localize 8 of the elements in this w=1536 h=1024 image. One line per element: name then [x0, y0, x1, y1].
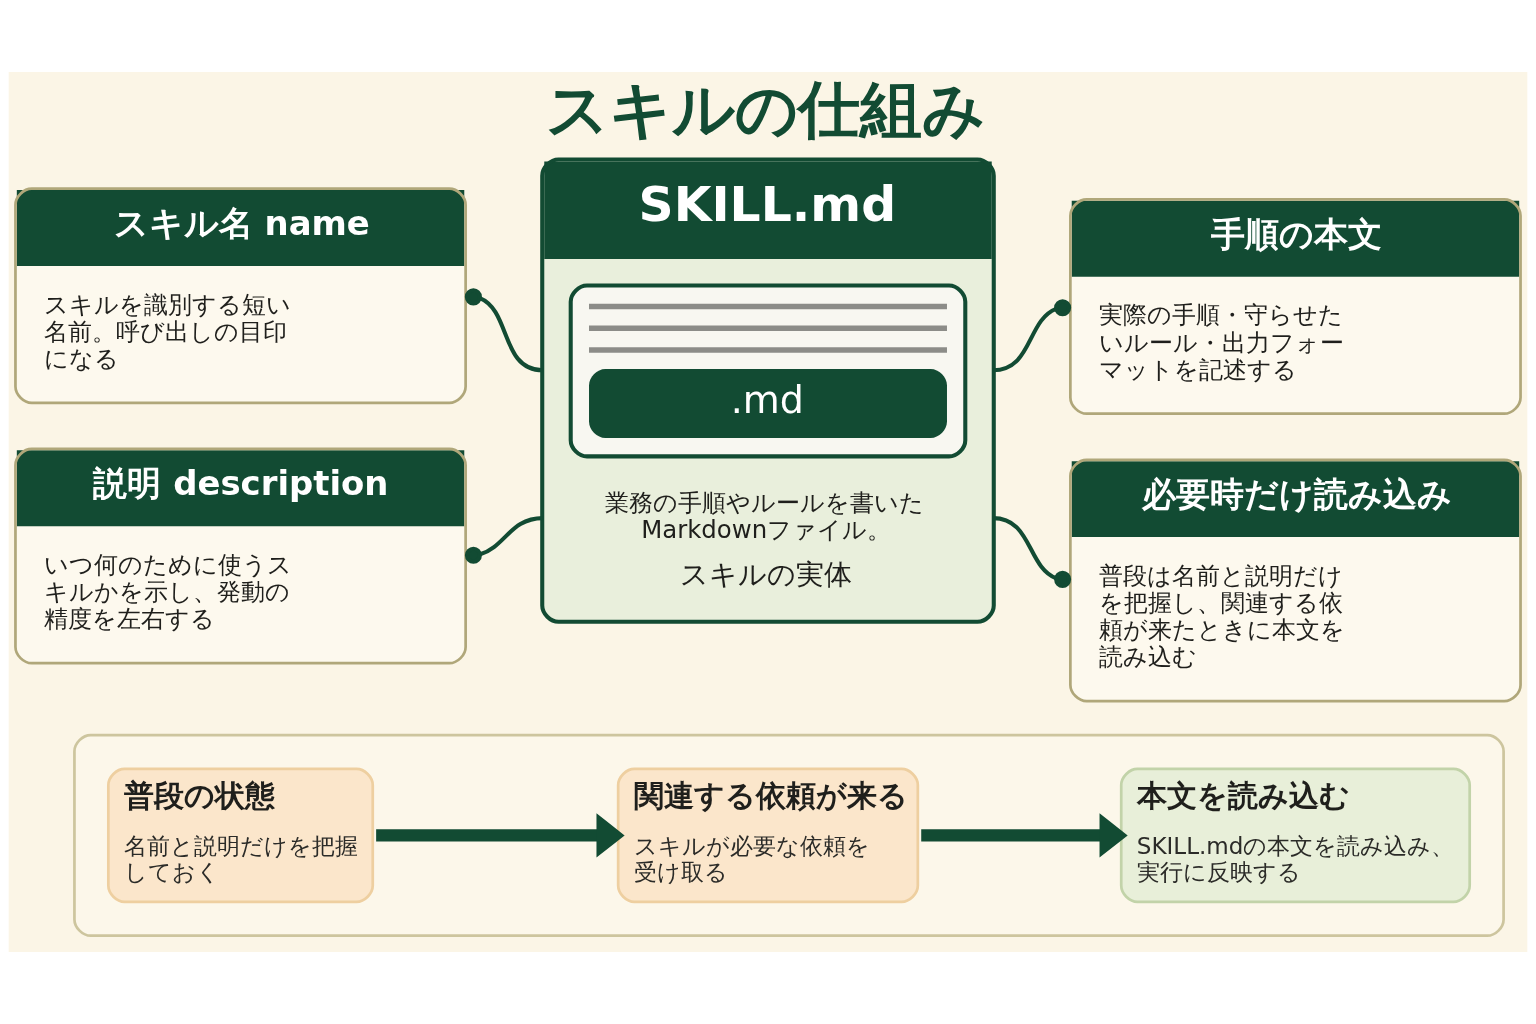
- diagram-title: スキルの仕組み: [545, 73, 985, 147]
- connector: [464, 516, 544, 564]
- connector: [992, 516, 1072, 588]
- connector: [992, 299, 1072, 373]
- connector: [464, 288, 544, 373]
- arrow: [376, 813, 625, 858]
- arrow: [921, 813, 1128, 858]
- cluster: [73, 733, 1505, 938]
